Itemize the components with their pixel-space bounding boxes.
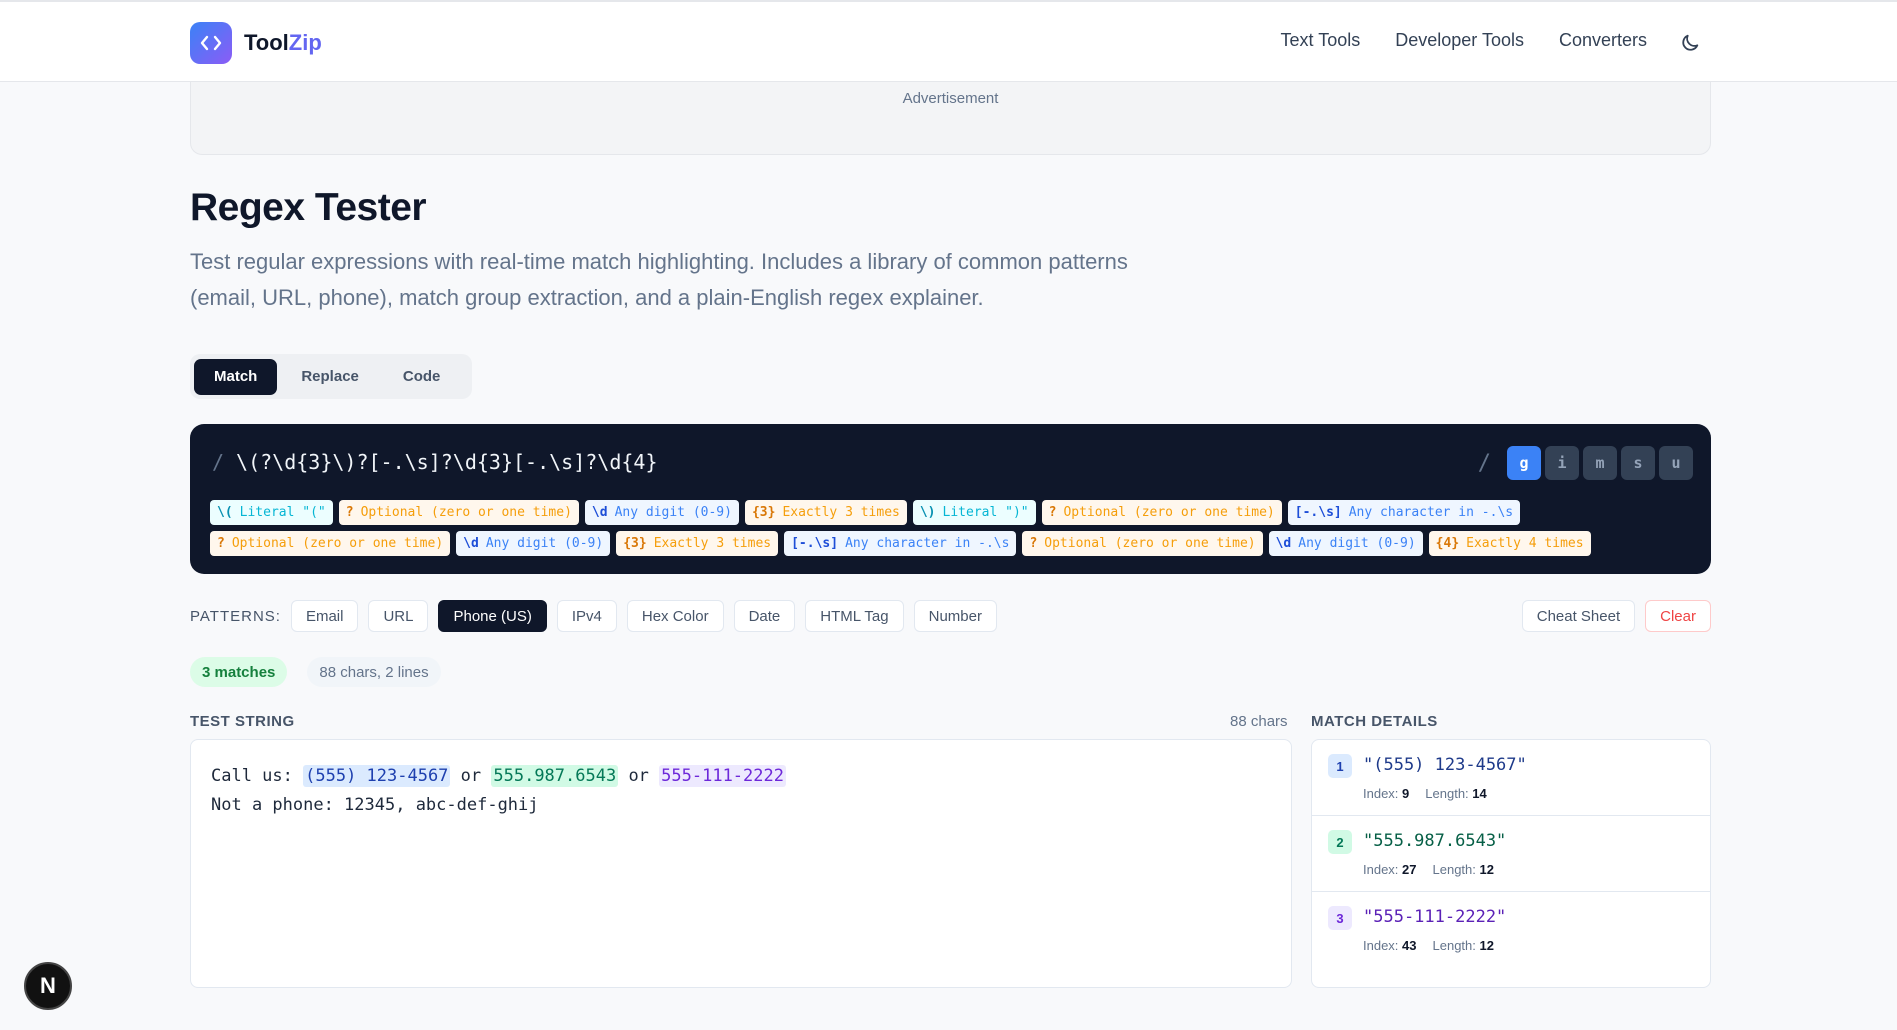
actions: Cheat Sheet Clear [1521,600,1711,632]
match-detail-row[interactable]: 1 "(555) 123-4567" Index: 9 Length: 14 [1312,740,1710,816]
flag-g[interactable]: g [1507,446,1541,480]
logo-text: ToolZip [244,30,322,55]
match-detail-row[interactable]: 2 "555.987.6543" Index: 27 Length: 12 [1312,816,1710,892]
match-number: 2 [1328,830,1352,854]
pattern-url[interactable]: URL [368,600,429,632]
match-value: "555.987.6543" [1363,831,1507,851]
top-navbar: ToolZip Text Tools Developer Tools Conve… [0,0,1897,82]
nav-text-tools[interactable]: Text Tools [1280,30,1361,50]
explainer-token: [-.\s]Any character in -.\s [784,531,1017,556]
test-line-2: Not a phone: 12345, abc-def-ghij [211,795,539,815]
pattern-hex-color[interactable]: Hex Color [626,600,724,632]
page-description: Test regular expressions with real-time … [190,249,1128,310]
regex-input-row[interactable]: / \(?\d{3}\)?[-.\s]?\d{3}[-.\s]?\d{4} [212,450,657,474]
tab-replace[interactable]: Replace [301,368,359,385]
regex-close-delimiter: / [1477,450,1491,476]
match-meta: Index: 27 Length: 12 [1363,862,1494,877]
match-meta: Index: 9 Length: 14 [1363,786,1487,801]
match-details-panel: 1 "(555) 123-4567" Index: 9 Length: 14 2… [1311,739,1711,988]
pattern-ipv4[interactable]: IPv4 [556,600,617,632]
flag-m[interactable]: m [1583,446,1617,480]
regex-open-delimiter: / [212,450,225,474]
explainer-token: {3}Exactly 3 times [616,531,779,556]
main-nav: Text Tools Developer Tools Converters [1281,30,1648,51]
explainer-token: [-.\s]Any character in -.\s [1287,500,1521,525]
advertisement-label: Advertisement [902,90,999,107]
flag-i[interactable]: i [1545,446,1579,480]
pattern-date[interactable]: Date [733,600,796,632]
match-detail-row[interactable]: 3 "555-111-2222" Index: 43 Length: 12 [1312,892,1710,968]
pattern-email[interactable]: Email [290,600,359,632]
explainer-token: ?Optional (zero or one time) [210,531,451,556]
tab-code[interactable]: Code [402,368,441,385]
flag-s[interactable]: s [1621,446,1655,480]
pattern-number[interactable]: Number [913,600,997,632]
match-meta: Index: 43 Length: 12 [1363,938,1494,953]
page-title: Regex Tester [190,186,427,229]
regex-explainer: \(Literal "(" ?Optional (zero or one tim… [210,500,1690,556]
stats-row: 3 matches 88 chars, 2 lines [190,657,441,687]
test-string-char-count: 88 chars [1230,713,1288,730]
flag-u[interactable]: u [1659,446,1693,480]
clear-button[interactable]: Clear [1645,600,1711,632]
match-count-badge: 3 matches [190,657,288,687]
explainer-token: \(Literal "(" [210,500,333,525]
explainer-token: \)Literal ")" [912,500,1036,525]
test-string-label: TEST STRING [190,713,295,730]
advertisement-slot: Advertisement [190,82,1711,155]
match-highlight-1: (555) 123-4567 [303,765,451,787]
cheat-sheet-button[interactable]: Cheat Sheet [1521,600,1636,632]
match-value: "555-111-2222" [1363,907,1507,927]
match-number: 1 [1328,754,1352,778]
regex-flags: / g i m s u [1478,446,1693,480]
match-highlight-3: 555-111-2222 [659,765,786,787]
pattern-html-tag[interactable]: HTML Tag [805,600,904,632]
match-number: 3 [1328,906,1352,930]
moon-icon[interactable] [1677,30,1703,56]
regex-panel: / \(?\d{3}\)?[-.\s]?\d{3}[-.\s]?\d{4} / … [190,424,1711,574]
explainer-token: ?Optional (zero or one time) [1041,500,1282,525]
match-value: "(555) 123-4567" [1363,755,1527,775]
framework-badge[interactable]: N [24,962,72,1010]
nav-developer-tools[interactable]: Developer Tools [1395,30,1524,50]
test-line-1: Call us: (555) 123-4567 or 555.987.6543 … [211,765,786,787]
test-string-input[interactable]: Call us: (555) 123-4567 or 555.987.6543 … [190,739,1292,988]
pattern-phone-us[interactable]: Phone (US) [438,600,547,632]
patterns-label: PATTERNS: [190,607,281,625]
nav-converters[interactable]: Converters [1558,30,1647,50]
logo[interactable]: ToolZip [190,22,322,64]
explainer-token: {4}Exactly 4 times [1428,531,1591,556]
pattern-library: PATTERNS: Email URL Phone (US) IPv4 Hex … [190,600,997,632]
explainer-token: ?Optional (zero or one time) [338,500,579,525]
regex-input[interactable]: \(?\d{3}\)?[-.\s]?\d{3}[-.\s]?\d{4} [236,450,658,474]
match-highlight-2: 555.987.6543 [491,765,619,787]
tab-match[interactable]: Match [194,358,278,395]
char-count-badge: 88 chars, 2 lines [307,657,441,687]
explainer-token: {3}Exactly 3 times [744,500,907,525]
mode-tabs: Match Replace Code [190,354,472,399]
explainer-token: ?Optional (zero or one time) [1022,531,1263,556]
match-details-label: MATCH DETAILS [1311,713,1438,730]
code-brackets-icon [190,22,232,64]
